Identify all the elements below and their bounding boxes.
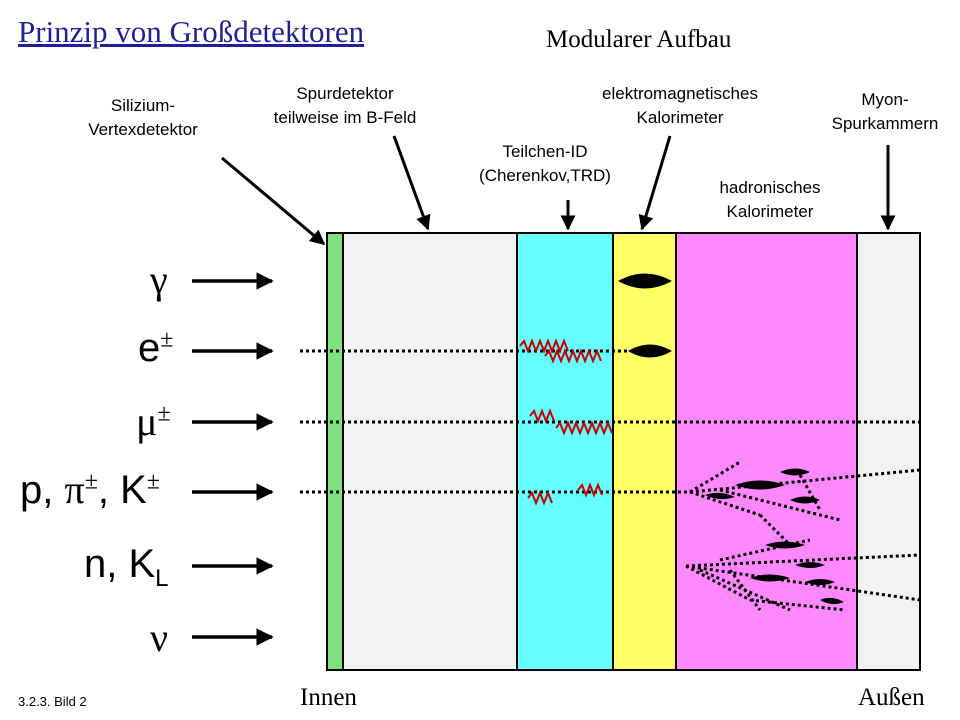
muon-symbol: μ: [136, 399, 158, 444]
proton-symbol: p,: [20, 468, 65, 512]
label-pid-line2: (Cherenkov,TRD): [479, 166, 611, 185]
slide-reference: 3.2.3. Bild 2: [18, 694, 87, 709]
label-pid-line1: Teilchen-ID: [502, 142, 588, 161]
label-hadronic-calorimeter: hadronisches Kalorimeter: [680, 176, 860, 224]
label-muon-chambers: Myon- Spurkammern: [810, 88, 960, 136]
muon-charge: ±: [157, 400, 171, 427]
shower-electron: [628, 344, 672, 358]
page-title: Prinzip von Großdetektoren: [18, 14, 365, 49]
neutral-symbol: n, K: [84, 542, 156, 586]
pion-symbol: π: [64, 467, 85, 512]
pointer-tracker: [392, 135, 431, 231]
label-silicon-line2: Vertexdetektor: [88, 120, 198, 139]
particle-hadrons: p, π±, K±: [20, 466, 160, 513]
subtitle: Modularer Aufbau: [546, 26, 732, 53]
label-hcal-line2: Kalorimeter: [726, 202, 814, 221]
neutral-kaon-subscript: L: [155, 565, 169, 592]
layer-em-calorimeter: [612, 232, 677, 671]
hadronic-shower-blobs: [705, 468, 844, 605]
particle-neutral-hadrons: n, KL: [84, 542, 169, 593]
radiation-group: [519, 338, 613, 506]
label-silicon-line1: Silizium-: [110, 96, 176, 115]
electron-symbol: e: [138, 326, 161, 370]
label-muon-line1: Myon-: [861, 90, 909, 109]
label-ecal-line1: elektromagnetisches: [602, 84, 758, 103]
particle-electron: e±: [138, 326, 173, 371]
layer-silicon: [326, 232, 344, 671]
pointer-silicon: [221, 156, 326, 246]
outer-side-label: Außen: [858, 684, 925, 711]
neutrino-symbol: ν: [150, 615, 169, 660]
label-muon-line2: Spurkammern: [831, 114, 939, 133]
layer-particle-id: [516, 232, 614, 671]
radiation-muon-1: [529, 408, 555, 424]
layer-tracker: [342, 232, 518, 671]
label-ecal-line2: Kalorimeter: [636, 108, 724, 127]
electron-charge: ±: [160, 326, 174, 353]
radiation-electron-2: [544, 348, 602, 364]
particle-neutrino: ν: [150, 614, 168, 661]
kaon-symbol: , K: [97, 468, 147, 512]
pointer-ecal: [638, 135, 672, 231]
label-em-calorimeter: elektromagnetisches Kalorimeter: [560, 82, 800, 130]
label-silicon-vertex: Silizium- Vertexdetektor: [58, 94, 228, 142]
hadronic-shower-lines: [685, 460, 921, 612]
particle-muon: μ±: [136, 398, 171, 445]
photon-symbol: γ: [150, 257, 168, 302]
label-tracker-line2: teilweise im B-Feld: [273, 108, 417, 127]
label-tracker: Spurdetektor teilweise im B-Feld: [240, 82, 450, 130]
layer-hadronic-calorimeter: [675, 232, 858, 671]
radiation-electron-1: [519, 338, 569, 354]
label-particle-id: Teilchen-ID (Cherenkov,TRD): [440, 140, 650, 188]
radiation-hadron-2: [577, 482, 603, 498]
kaon-charge: ±: [146, 468, 160, 495]
inner-side-label: Innen: [300, 684, 357, 711]
shower-photon: [618, 273, 672, 289]
pion-charge: ±: [84, 468, 98, 495]
particle-photon: γ: [150, 256, 168, 303]
label-tracker-line1: Spurdetektor: [296, 84, 394, 103]
radiation-muon-2: [555, 420, 613, 436]
radiation-hadron-1: [527, 490, 553, 506]
label-hcal-line1: hadronisches: [719, 178, 821, 197]
layer-muon-chambers: [856, 232, 921, 671]
